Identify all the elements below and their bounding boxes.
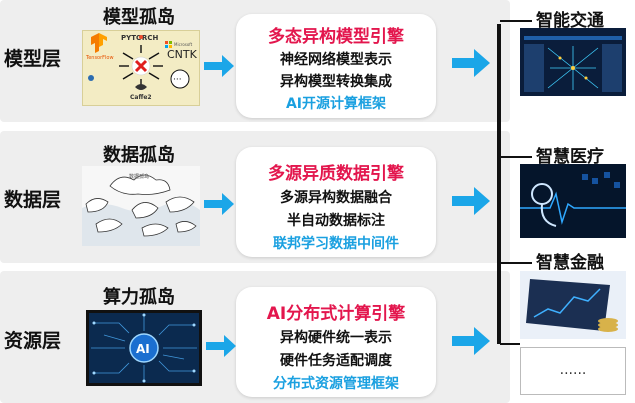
trend-line — [533, 288, 601, 318]
ai-chip-text: AI — [136, 342, 150, 356]
tensorflow-text: TensorFlow — [85, 55, 114, 61]
arrow-right-icon-data-out — [452, 187, 490, 215]
sea-shape — [82, 201, 200, 246]
engine-box-model: 多态异构模型引擎 神经网络模型表示 异构模型转换集成 AI开源计算框架 — [236, 14, 436, 118]
arrow-right-icon-data-in — [204, 193, 234, 215]
more-frameworks-icon — [170, 69, 190, 89]
engine-highlight-data: 联邦学习数据中间件 — [273, 236, 399, 252]
more-frameworks-text: ··· — [173, 75, 182, 85]
more-apps-text: ...... — [559, 362, 587, 378]
island-title-compute: 算力孤岛 — [103, 287, 175, 308]
layer-label-data: 数据层 — [4, 189, 62, 211]
engine-line-resource-1: 异构硬件统一表示 — [280, 330, 392, 346]
traffic-dashboard-graphic — [520, 28, 626, 96]
engine-title-resource: AI分布式计算引擎 — [266, 304, 406, 324]
model-island-image: TensorFlow PYTORCH Microsoft CNTK — [82, 30, 200, 106]
heartbeat-line — [520, 191, 626, 225]
engine-title-data: 多源异质数据引擎 — [268, 164, 404, 184]
engine-line-data-1: 多源异构数据融合 — [280, 190, 392, 206]
bracket-tick-4 — [500, 343, 520, 345]
island-title-data: 数据孤岛 — [103, 145, 175, 166]
bracket-tick-2 — [500, 156, 532, 158]
engine-box-resource: AI分布式计算引擎 异构硬件统一表示 硬件任务适配调度 分布式资源管理框架 — [236, 287, 436, 397]
bracket-tick-3 — [500, 262, 532, 264]
caffe-logo — [135, 84, 147, 90]
tensorflow-logo — [91, 33, 107, 53]
pytorch-flame-icon — [139, 35, 143, 39]
cntk-text: CNTK — [167, 48, 198, 61]
engine-title-model: 多态异构模型引擎 — [268, 27, 404, 47]
bracket-tick-1 — [500, 20, 532, 22]
island-title-model: 模型孤岛 — [103, 7, 175, 28]
arrow-right-icon-resource-out — [452, 327, 490, 355]
microsoft-logo — [165, 41, 172, 48]
microsoft-text: Microsoft — [174, 42, 193, 47]
app-label-medical: 智慧医疗 — [536, 147, 604, 167]
medical-graphic — [520, 164, 626, 238]
engine-box-data: 多源异质数据引擎 多源异构数据融合 半自动数据标注 联邦学习数据中间件 — [236, 147, 436, 257]
app-image-medical — [520, 164, 626, 238]
red-x-icon — [134, 59, 148, 73]
mxnet-logo — [88, 75, 94, 81]
app-image-finance — [520, 271, 626, 339]
engine-line-model-1: 神经网络模型表示 — [280, 52, 392, 68]
engine-line-resource-2: 硬件任务适配调度 — [280, 353, 392, 369]
framework-logos-graphic: TensorFlow PYTORCH Microsoft CNTK — [85, 33, 198, 101]
caffe-text: Caffe2 — [130, 94, 152, 101]
arrow-right-icon-model-out — [452, 49, 490, 77]
finance-graphic — [520, 271, 626, 339]
layer-label-model: 模型层 — [4, 48, 62, 70]
arrow-right-icon-model-in — [204, 55, 234, 77]
compute-island-image: AI — [86, 310, 202, 386]
data-island-image: 数据孤岛 — [82, 166, 200, 246]
islands-sketch-graphic: 数据孤岛 — [82, 173, 200, 246]
app-label-traffic: 智能交通 — [536, 11, 604, 31]
screen-shape — [526, 279, 610, 331]
engine-line-data-2: 半自动数据标注 — [287, 213, 385, 229]
app-label-finance: 智慧金融 — [536, 253, 604, 273]
arrow-right-icon-resource-in — [206, 335, 236, 357]
app-image-traffic — [520, 28, 626, 96]
engine-highlight-model: AI开源计算框架 — [285, 96, 387, 112]
island-image-label: 数据孤岛 — [129, 173, 149, 180]
coins-icon — [598, 318, 618, 332]
layer-label-resource: 资源层 — [4, 330, 62, 352]
app-bracket-line — [497, 24, 501, 344]
circuit-lines — [91, 315, 197, 381]
ai-circuit-graphic: AI — [89, 313, 199, 383]
ai-chip-icon — [129, 333, 159, 363]
island-shapes — [85, 174, 197, 237]
app-image-more: ...... — [520, 347, 626, 395]
circuit-nodes — [92, 313, 196, 383]
converging-arrows — [119, 45, 163, 87]
engine-highlight-resource: 分布式资源管理框架 — [273, 376, 399, 392]
engine-line-model-2: 异构模型转换集成 — [280, 74, 392, 90]
